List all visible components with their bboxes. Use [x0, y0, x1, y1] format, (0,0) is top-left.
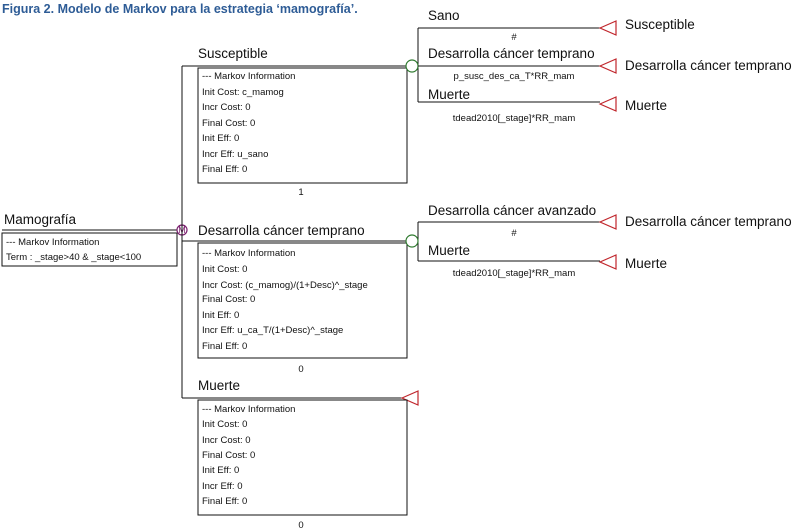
figure-caption: Figura 2. Modelo de Markov para la estra…	[2, 2, 358, 16]
state-info-line: Init Cost: 0	[202, 419, 247, 430]
terminal-node-icon[interactable]	[400, 390, 419, 406]
root-label: Mamografía	[4, 212, 77, 227]
terminal-label: Susceptible	[625, 17, 695, 32]
chance-node-icon[interactable]	[405, 234, 419, 248]
state-probability: 1	[298, 187, 303, 198]
state-label: Desarrolla cáncer temprano	[198, 223, 365, 238]
root-info-box	[1, 232, 178, 267]
terminal-node-icon[interactable]	[598, 214, 617, 230]
state-info-box	[197, 242, 408, 359]
root-info-line: --- Markov Information	[6, 237, 99, 248]
state-info-line: Init Eff: 0	[202, 133, 239, 144]
state-info-line: Incr Eff: u_sano	[202, 149, 268, 160]
state-info-line: Init Eff: 0	[202, 310, 239, 321]
state-info-line: Init Cost: c_mamog	[202, 87, 284, 98]
state-label: Muerte	[198, 378, 240, 393]
terminal-label: Desarrolla cáncer temprano	[625, 214, 792, 229]
state-info-line: Final Eff: 0	[202, 164, 247, 175]
terminal-node-icon[interactable]	[598, 58, 617, 74]
state-info-line: Final Cost: 0	[202, 294, 255, 305]
state-info-line: Init Cost: 0	[202, 264, 247, 275]
chance-node-icon[interactable]	[405, 59, 419, 73]
state-info-line: --- Markov Information	[202, 404, 295, 415]
terminal-node-icon[interactable]	[598, 96, 617, 112]
branch-label: Desarrolla cáncer temprano	[428, 46, 595, 61]
branch-label: Muerte	[428, 243, 470, 258]
branch-probability: #	[511, 228, 517, 239]
state-info-line: Incr Cost: 0	[202, 435, 251, 446]
root-info-line: Term : _stage>40 & _stage<100	[6, 252, 141, 263]
terminal-label: Desarrolla cáncer temprano	[625, 58, 792, 73]
state-info-line: --- Markov Information	[202, 248, 295, 259]
state-info-line: --- Markov Information	[202, 71, 295, 82]
state-info-box	[197, 67, 408, 184]
state-label: Susceptible	[198, 46, 268, 61]
branch-probability: tdead2010[_stage]*RR_mam	[453, 113, 576, 124]
state-info-line: Init Eff: 0	[202, 465, 239, 476]
branch-probability: tdead2010[_stage]*RR_mam	[453, 268, 576, 279]
terminal-label: Muerte	[625, 98, 667, 113]
state-probability: 0	[298, 364, 303, 375]
state-info-box	[197, 399, 408, 516]
state-info-line: Final Eff: 0	[202, 341, 247, 352]
branch-label: Muerte	[428, 87, 470, 102]
state-info-line: Incr Cost: 0	[202, 102, 251, 113]
state-probability: 0	[298, 520, 303, 531]
state-info-line: Final Cost: 0	[202, 450, 255, 461]
branch-label: Desarrolla cáncer avanzado	[428, 203, 596, 218]
terminal-node-icon[interactable]	[598, 20, 617, 36]
terminal-label: Muerte	[625, 256, 667, 271]
state-info-line: Final Cost: 0	[202, 118, 255, 129]
state-info-line: Incr Cost: (c_mamog)/(1+Desc)^_stage	[202, 280, 368, 291]
branch-probability: p_susc_des_ca_T*RR_mam	[454, 71, 575, 82]
branch-probability: #	[511, 32, 517, 43]
state-info-line: Incr Eff: 0	[202, 481, 242, 492]
state-info-line: Final Eff: 0	[202, 496, 247, 507]
terminal-node-icon[interactable]	[598, 254, 617, 270]
branch-label: Sano	[428, 8, 460, 23]
state-info-line: Incr Eff: u_ca_T/(1+Desc)^_stage	[202, 325, 343, 336]
